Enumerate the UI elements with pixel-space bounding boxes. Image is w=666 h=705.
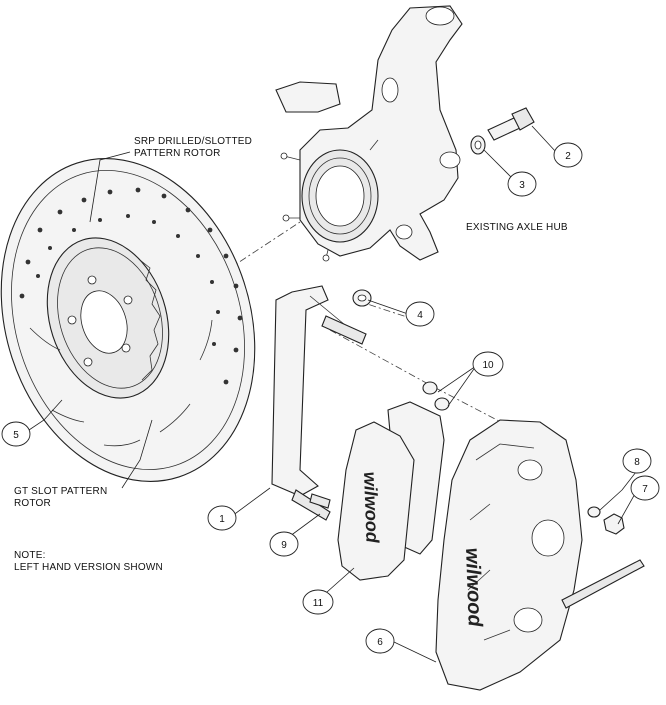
rotor-top-label: SRP DRILLED/SLOTTED PATTERN ROTOR <box>134 136 253 159</box>
brake-rotor-icon <box>0 158 256 482</box>
callout-11: 11 <box>302 589 334 615</box>
brake-pad-icon: wilwood <box>337 401 445 581</box>
note-label: NOTE: LEFT HAND VERSION SHOWN <box>14 550 163 573</box>
svg-text:8: 8 <box>634 457 640 468</box>
svg-text:11: 11 <box>313 598 324 609</box>
callout-5: 5 <box>1 421 31 447</box>
callout-bubbles: 2 3 4 10 5 1 9 11 6 8 7 <box>1 142 660 654</box>
washer-icon <box>470 135 486 155</box>
svg-text:7: 7 <box>642 484 648 495</box>
rotor-bottom-label: GT SLOT PATTERN ROTOR <box>14 486 108 509</box>
spacer-washer-icon <box>352 289 372 307</box>
callout-8: 8 <box>622 448 652 474</box>
brake-caliper-icon: wilwood <box>435 419 645 691</box>
svg-text:2: 2 <box>565 151 571 162</box>
caliper-brand-text: wilwood <box>461 547 486 627</box>
svg-text:9: 9 <box>281 540 287 551</box>
callout-9: 9 <box>269 531 299 557</box>
bleeder-nut-icon <box>603 513 625 535</box>
shim-washer-icon <box>422 381 450 411</box>
callout-4: 4 <box>405 301 435 327</box>
bleeder-washer-icon <box>587 506 601 518</box>
assembly-axis-lines <box>214 221 521 433</box>
svg-text:6: 6 <box>377 637 383 648</box>
callout-6: 6 <box>365 628 395 654</box>
callout-7: 7 <box>630 475 660 501</box>
svg-text:10: 10 <box>482 360 494 371</box>
mounting-bolt-icon <box>487 107 535 141</box>
axle-hub-label: EXISTING AXLE HUB <box>466 222 568 233</box>
svg-text:4: 4 <box>417 310 423 321</box>
steering-knuckle-icon <box>275 5 463 262</box>
svg-text:5: 5 <box>13 430 19 441</box>
svg-text:3: 3 <box>519 180 525 191</box>
pad-brand-text: wilwood <box>360 471 383 544</box>
callout-2: 2 <box>553 142 583 168</box>
callout-1: 1 <box>207 505 237 531</box>
callout-3: 3 <box>507 171 537 197</box>
bracket-bolt-icon <box>309 493 331 509</box>
caliper-bracket-icon <box>271 285 367 521</box>
callout-10: 10 <box>472 351 504 377</box>
svg-text:1: 1 <box>219 514 225 525</box>
